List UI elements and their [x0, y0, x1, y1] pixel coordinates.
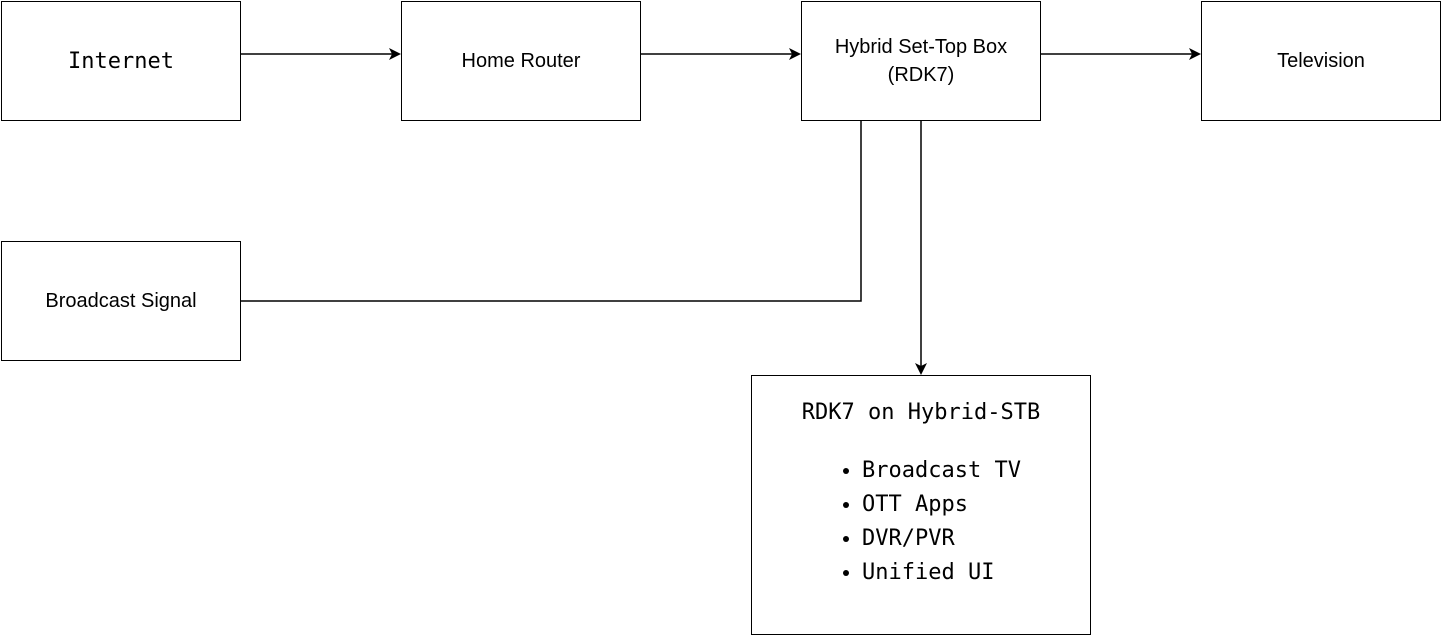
internet-label: Internet — [68, 48, 174, 74]
rdk-feature-item: Broadcast TV — [862, 454, 1021, 488]
set-top-box-label-line1: Hybrid Set-Top Box — [834, 36, 1008, 58]
rdk-panel: RDK7 on Hybrid-STB Broadcast TV OTT Apps… — [751, 375, 1091, 635]
home-router-node: Home Router — [401, 1, 641, 121]
rdk-feature-item: DVR/PVR — [862, 522, 1021, 556]
television-node: Television — [1201, 1, 1441, 121]
home-router-label: Home Router — [461, 50, 581, 72]
rdk-feature-list: Broadcast TV OTT Apps DVR/PVR Unified UI — [752, 454, 1021, 590]
set-top-box-label-line2: (RDK7) — [887, 64, 955, 86]
rdk-panel-title: RDK7 on Hybrid-STB — [801, 400, 1041, 425]
broadcast-signal-label: Broadcast Signal — [45, 290, 197, 312]
internet-node: Internet — [1, 1, 241, 121]
rdk-feature-item: OTT Apps — [862, 488, 1021, 522]
television-label: Television — [1277, 50, 1365, 72]
edge-broadcast-to-stb — [241, 121, 862, 302]
broadcast-signal-node: Broadcast Signal — [1, 241, 241, 361]
rdk-feature-item: Unified UI — [862, 556, 1021, 590]
set-top-box-node: Hybrid Set-Top Box (RDK7) — [801, 1, 1041, 121]
